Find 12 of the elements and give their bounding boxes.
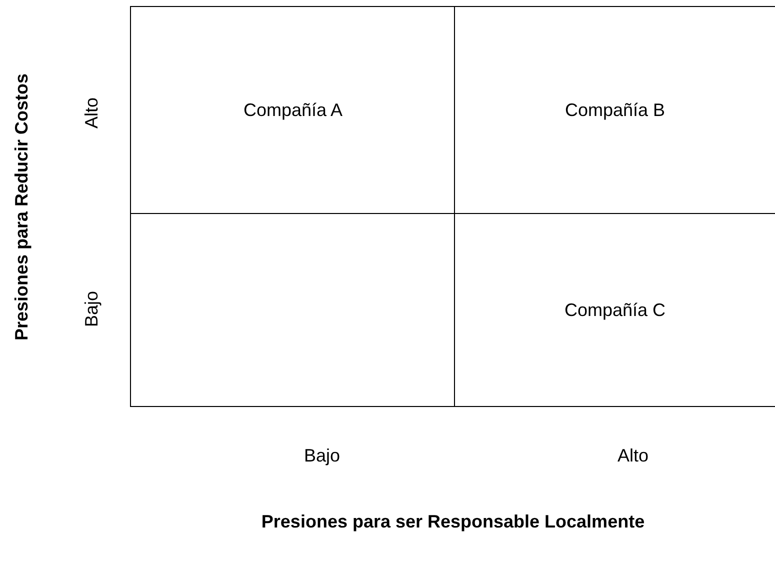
company-label: Compañía A xyxy=(243,100,343,121)
quadrant-cell xyxy=(130,6,456,215)
y-axis-label: Alto xyxy=(82,97,102,129)
y-axis-label: Bajo xyxy=(82,290,102,328)
y-axis-title: Presiones para Reducir Costos xyxy=(12,73,32,341)
x-axis-title: Presiones para ser Responsable Localmente xyxy=(261,512,645,532)
x-axis-label: Alto xyxy=(617,446,649,466)
quadrant-cell xyxy=(454,6,775,215)
company-label: Compañía B xyxy=(564,100,666,121)
quadrant-cell xyxy=(454,213,775,407)
company-label: Compañía C xyxy=(564,300,666,320)
x-axis-label: Bajo xyxy=(304,446,340,466)
